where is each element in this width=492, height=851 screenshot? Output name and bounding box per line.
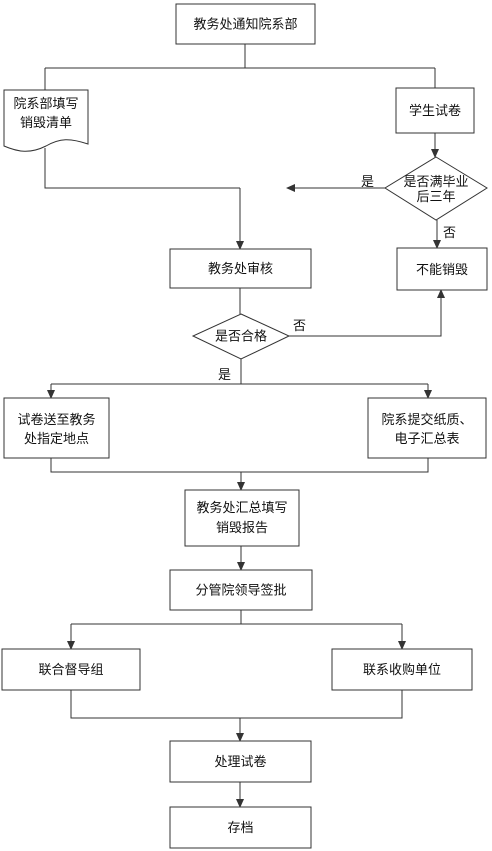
node-archive: 存档 <box>169 806 312 849</box>
node-qualified-decision: 是否合格 <box>191 313 291 360</box>
edge-qualified-no <box>289 289 445 337</box>
node-cannot-destroy-label: 不能销毁 <box>416 263 468 278</box>
node-graduated-label-line2: 后三年 <box>416 190 455 205</box>
node-fill-list-label-line1: 院系部填写 <box>13 97 78 112</box>
node-submit-forms-label-line1: 院系提交纸质、 <box>381 412 472 428</box>
node-qualified-label: 是否合格 <box>215 329 267 345</box>
node-supervision-label: 联合督导组 <box>38 663 103 678</box>
node-fill-list: 院系部填写 销毁清单 <box>3 89 89 152</box>
edge-label-qualified-yes: 是 <box>218 368 231 383</box>
node-notify: 教务处通知院系部 <box>175 3 316 45</box>
node-graduated-decision: 是否满毕业 后三年 <box>384 156 488 221</box>
node-send-papers: 试卷送至教务 处指定地点 <box>3 397 110 459</box>
edge-label-graduated-yes: 是 <box>361 175 374 190</box>
node-submit-forms: 院系提交纸质、 电子汇总表 <box>367 397 487 459</box>
node-exam-papers-label: 学生试卷 <box>409 103 461 119</box>
node-contact-buyer: 联系收购单位 <box>331 648 473 691</box>
edge-label-qualified-no: 否 <box>293 319 306 334</box>
edge-label-graduated-no: 否 <box>443 226 456 241</box>
node-process-label: 处理试卷 <box>214 754 266 770</box>
node-exam-papers: 学生试卷 <box>395 87 475 134</box>
node-submit-forms-label-line2: 电子汇总表 <box>394 432 459 447</box>
node-audit-label: 教务处审核 <box>208 261 273 277</box>
node-contact-buyer-label: 联系收购单位 <box>363 662 441 678</box>
edge-send-papers-down <box>50 458 429 473</box>
node-report-label-line1: 教务处汇总填写 <box>196 500 287 516</box>
node-approve: 分管院领导签批 <box>169 569 313 611</box>
node-graduated-label-line1: 是否满毕业 <box>403 175 468 190</box>
node-process: 处理试卷 <box>169 740 312 783</box>
node-audit: 教务处审核 <box>169 248 312 289</box>
node-send-papers-label-line2: 处指定地点 <box>24 432 89 447</box>
node-cannot-destroy: 不能销毁 <box>396 247 488 291</box>
node-report: 教务处汇总填写 销毁报告 <box>184 489 300 547</box>
node-report-label-line2: 销毁报告 <box>216 521 268 536</box>
node-approve-label: 分管院领导签批 <box>195 583 286 599</box>
edge-lower-merge <box>70 690 403 719</box>
edge-fill-list-down <box>44 148 240 189</box>
node-send-papers-label-line1: 试卷送至教务 <box>17 412 95 428</box>
node-archive-label: 存档 <box>227 821 253 836</box>
node-supervision: 联合督导组 <box>1 648 141 691</box>
node-fill-list-label-line2: 销毁清单 <box>20 116 72 131</box>
node-notify-label: 教务处通知院系部 <box>193 17 297 33</box>
